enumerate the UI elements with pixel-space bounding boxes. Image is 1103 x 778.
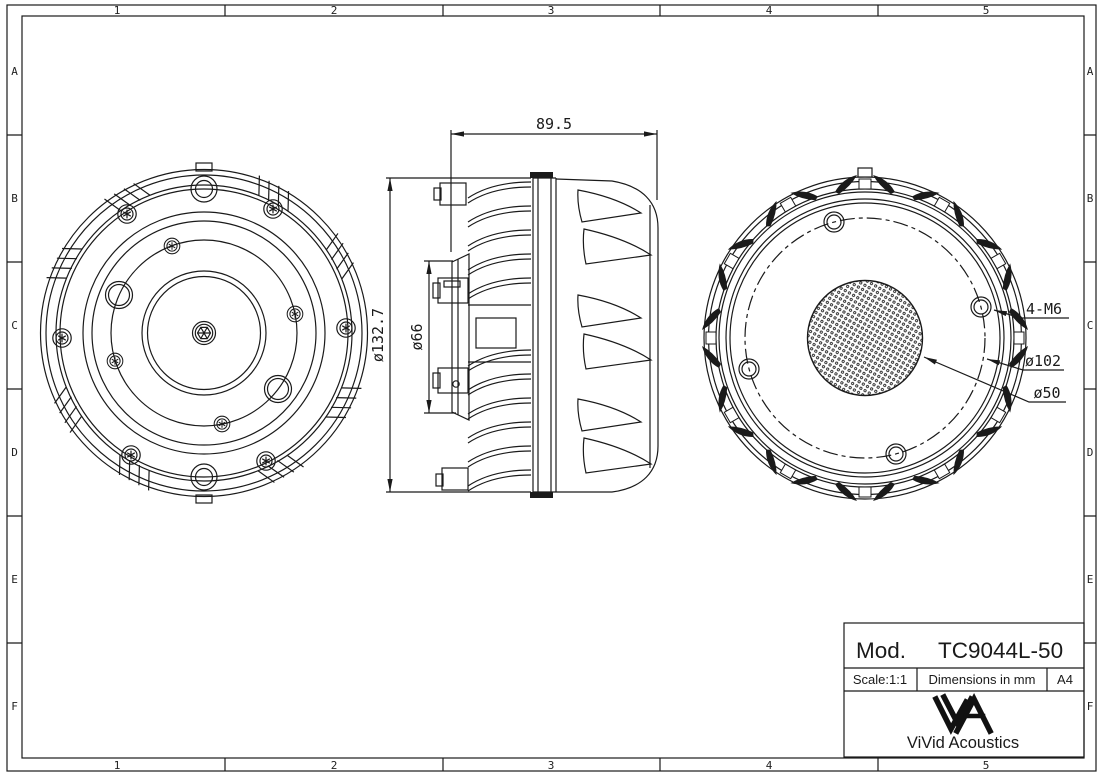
grid-col-label: 3 <box>548 4 555 17</box>
center-screw-icon <box>191 320 217 346</box>
top-index-tab <box>857 167 873 178</box>
screw-icon <box>121 445 141 465</box>
callout-throat: ø50 <box>922 354 1066 403</box>
bolt-circle-label: ø102 <box>1025 352 1061 370</box>
bolt-circle-centerline <box>744 217 986 459</box>
throat-label: ø50 <box>1033 384 1060 402</box>
front-view-callouts: 4-M6 ø102 ø50 <box>922 300 1069 403</box>
screw-icon <box>286 305 304 323</box>
grid-row-label: C <box>1087 319 1094 332</box>
vivid-acoustics-logo-icon <box>932 692 994 735</box>
model-prefix: Mod. <box>856 638 906 663</box>
screw-icon <box>336 318 356 338</box>
title-block: Mod. TC9044L-50 Scale:1:1 Dimensions in … <box>843 622 1085 758</box>
back-outer-rim <box>39 168 369 498</box>
grid-col-label: 5 <box>983 4 990 17</box>
drawing-frame: 1 2 3 4 5 1 2 3 4 5 A B C D E F A B C D … <box>6 4 1097 772</box>
grid-row-label: D <box>11 446 18 459</box>
grid-col-label: 5 <box>983 759 990 772</box>
grid-row-label: F <box>11 700 18 713</box>
company-name: ViVid Acoustics <box>907 734 1019 752</box>
rear-cover <box>555 178 659 493</box>
left-grid-ticks <box>7 134 22 644</box>
dim-depth: 89.5 <box>450 115 658 252</box>
screw-icon <box>117 204 137 224</box>
mount-holes-label: 4-M6 <box>1026 300 1062 318</box>
terminal-posts <box>190 162 218 504</box>
back-view <box>39 162 369 504</box>
screw-icon <box>263 199 283 219</box>
scale-label: Scale:1:1 <box>853 672 907 687</box>
model-number: TC9044L-50 <box>938 638 1063 663</box>
callout-bolt-circle: ø102 <box>986 352 1064 371</box>
sheet-size-label: A4 <box>1057 672 1073 687</box>
grid-labels: 1 2 3 4 5 1 2 3 4 5 A B C D E F A B C D … <box>11 4 1094 772</box>
grid-col-label: 3 <box>548 759 555 772</box>
dim-outer-dia: ø132.7 <box>369 177 468 493</box>
front-view <box>701 167 1029 502</box>
bottom-grid-ticks <box>224 758 879 771</box>
dim-depth-label: 89.5 <box>536 115 572 133</box>
back-bolt-circle <box>110 239 298 427</box>
grid-col-label: 2 <box>331 759 338 772</box>
grid-row-label: A <box>1087 65 1094 78</box>
grid-row-label: C <box>11 319 18 332</box>
units-label: Dimensions in mm <box>929 672 1036 687</box>
grid-row-label: F <box>1087 700 1094 713</box>
grid-row-label: D <box>1087 446 1094 459</box>
inner-border <box>21 15 1085 759</box>
top-grid-ticks <box>224 5 879 16</box>
grid-col-label: 4 <box>766 4 773 17</box>
callout-mount-holes: 4-M6 <box>993 300 1069 319</box>
dim-flange-dia-label: ø66 <box>408 323 426 350</box>
throat-mesh <box>806 279 924 397</box>
grid-row-label: E <box>1087 573 1094 586</box>
screw-icon <box>213 415 231 433</box>
vent-slots <box>577 189 653 474</box>
grid-col-label: 1 <box>114 759 121 772</box>
dim-flange-dia: ø66 <box>408 260 456 414</box>
grid-col-label: 1 <box>114 4 121 17</box>
terminal-blocks <box>432 182 469 491</box>
throat-flange <box>451 253 470 421</box>
grid-col-label: 4 <box>766 759 773 772</box>
right-grid-ticks <box>1084 134 1096 644</box>
dim-outer-dia-label: ø132.7 <box>369 308 387 362</box>
side-view: 89.5 ø132.7 ø66 <box>369 115 659 498</box>
screw-icon <box>106 352 124 370</box>
grid-row-label: E <box>11 573 18 586</box>
grid-col-label: 2 <box>331 4 338 17</box>
screw-icon <box>163 237 181 255</box>
grid-row-label: A <box>11 65 18 78</box>
outer-border <box>6 4 1097 772</box>
clamp-ring <box>530 172 557 498</box>
screw-icon <box>52 328 72 348</box>
heatsink-fins <box>467 177 532 493</box>
screw-icon <box>256 451 276 471</box>
vent-holes <box>104 280 293 404</box>
title-block-border <box>843 622 1085 758</box>
grid-row-label: B <box>1087 192 1094 205</box>
grid-row-label: B <box>11 192 18 205</box>
